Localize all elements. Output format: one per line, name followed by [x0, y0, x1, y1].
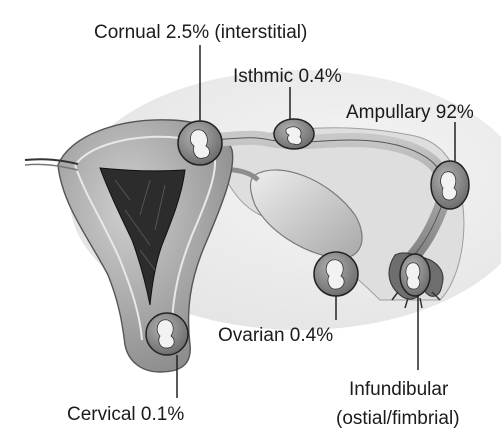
label-isthmic: Isthmic 0.4%: [233, 67, 342, 86]
sac-ovarian: [314, 252, 358, 296]
sac-cervical: [146, 313, 188, 355]
label-cervical: Cervical 0.1%: [67, 405, 184, 424]
label-ampullary: Ampullary 92%: [346, 103, 474, 122]
sac-infundibular: [400, 254, 430, 296]
sac-cornual: [178, 121, 222, 165]
label-infundibular: Infundibular: [349, 380, 448, 399]
sac-ampullary: [431, 161, 469, 209]
label-cornual: Cornual 2.5% (interstitial): [94, 23, 307, 42]
sac-isthmic: [274, 119, 314, 149]
label-ovarian: Ovarian 0.4%: [218, 326, 333, 345]
label-infundibular-detail: (ostial/fimbrial): [336, 409, 460, 428]
